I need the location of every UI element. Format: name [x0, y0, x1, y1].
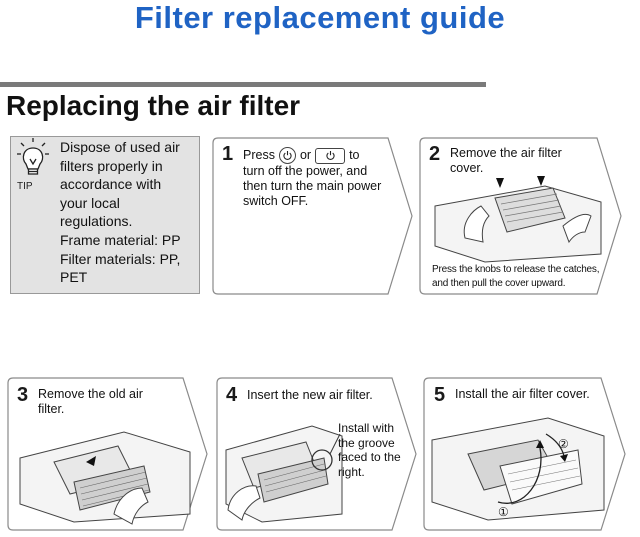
step-1-line: switch OFF.	[243, 194, 309, 208]
step-1-number: 1	[222, 143, 234, 165]
power-button-icon	[278, 147, 296, 164]
tip-text: Dispose of used air filters properly in …	[60, 138, 202, 287]
step-2-caption: Press the knobs to release the catches, …	[432, 263, 612, 291]
page-title: Filter replacement guide	[134, 0, 506, 35]
step-3-number: 3	[17, 384, 29, 406]
step-5-marker-1: ①	[498, 505, 509, 519]
step-1-text-or: or	[299, 148, 312, 162]
step-5-text: Install the air filter cover.	[455, 387, 605, 402]
step-2-number: 2	[429, 143, 441, 165]
step-4-callout-line: faced to the	[338, 450, 401, 464]
step-5-line: Install the air filter cover.	[455, 387, 590, 401]
step-1-text-to: to	[349, 148, 360, 162]
step-2-line: cover.	[450, 161, 484, 175]
step-4-callout: Install with the groove faced to the rig…	[338, 421, 412, 479]
step-4-number: 4	[226, 384, 238, 406]
tip-line: PET	[60, 269, 88, 286]
step-3-illustration	[19, 431, 191, 525]
step-4-text: Insert the new air filter.	[247, 388, 407, 403]
step-4-line: Insert the new air filter.	[247, 388, 373, 402]
step-4-callout-line: Install with	[338, 421, 395, 435]
section-divider	[0, 82, 486, 87]
step-2-caption-line: and then pull the cover upward.	[432, 278, 566, 289]
tip-line: Filter materials: PP,	[60, 250, 181, 267]
tip-label: TIP	[17, 181, 33, 191]
step-3-frame	[7, 377, 208, 531]
step-1-frame	[212, 137, 413, 295]
section-title: Replacing the air filter	[6, 90, 301, 121]
step-3-text: Remove the old air filter.	[38, 387, 188, 417]
step-4-callout-line: right.	[338, 464, 365, 479]
power-key-icon	[315, 147, 346, 164]
step-1-line: then turn the main power	[243, 179, 382, 193]
tip-line: Dispose of used air	[60, 139, 180, 155]
lightbulb-icon: TIP	[17, 138, 49, 191]
arrow-icon	[86, 456, 96, 466]
tip-line: regulations.	[60, 213, 133, 230]
step-4-frame	[216, 377, 417, 531]
down-arrow-icon	[496, 178, 504, 188]
step-2-frame	[419, 137, 622, 295]
step-3-line: filter.	[38, 402, 65, 416]
step-5-frame	[423, 377, 626, 531]
tip-line: accordance with	[60, 176, 162, 193]
step-2-caption-line: Press the knobs to release the catches,	[432, 264, 600, 275]
step-4-callout-line: the groove	[338, 435, 395, 450]
step-1-text-press: Press	[243, 148, 275, 162]
step-1-line: turn off the power, and	[243, 164, 368, 178]
step-5-illustration: ① ②	[431, 417, 605, 521]
down-arrow-icon	[537, 176, 545, 186]
step-4-illustration	[225, 425, 343, 523]
tip-line: your local	[60, 194, 120, 211]
step-2-text: Remove the air filter cover.	[450, 146, 600, 176]
tip-line: filters properly in	[60, 157, 163, 174]
step-2-line: Remove the air filter	[450, 146, 562, 160]
callout-circle	[311, 449, 333, 471]
step-5-number: 5	[434, 384, 446, 406]
tip-line: Frame material: PP	[60, 231, 181, 248]
step-3-line: Remove the old air	[38, 387, 143, 401]
step-2-illustration	[434, 176, 602, 263]
step-5-marker-2: ②	[558, 437, 569, 451]
step-1-text: Press or to turn off the power, and then…	[243, 147, 403, 209]
